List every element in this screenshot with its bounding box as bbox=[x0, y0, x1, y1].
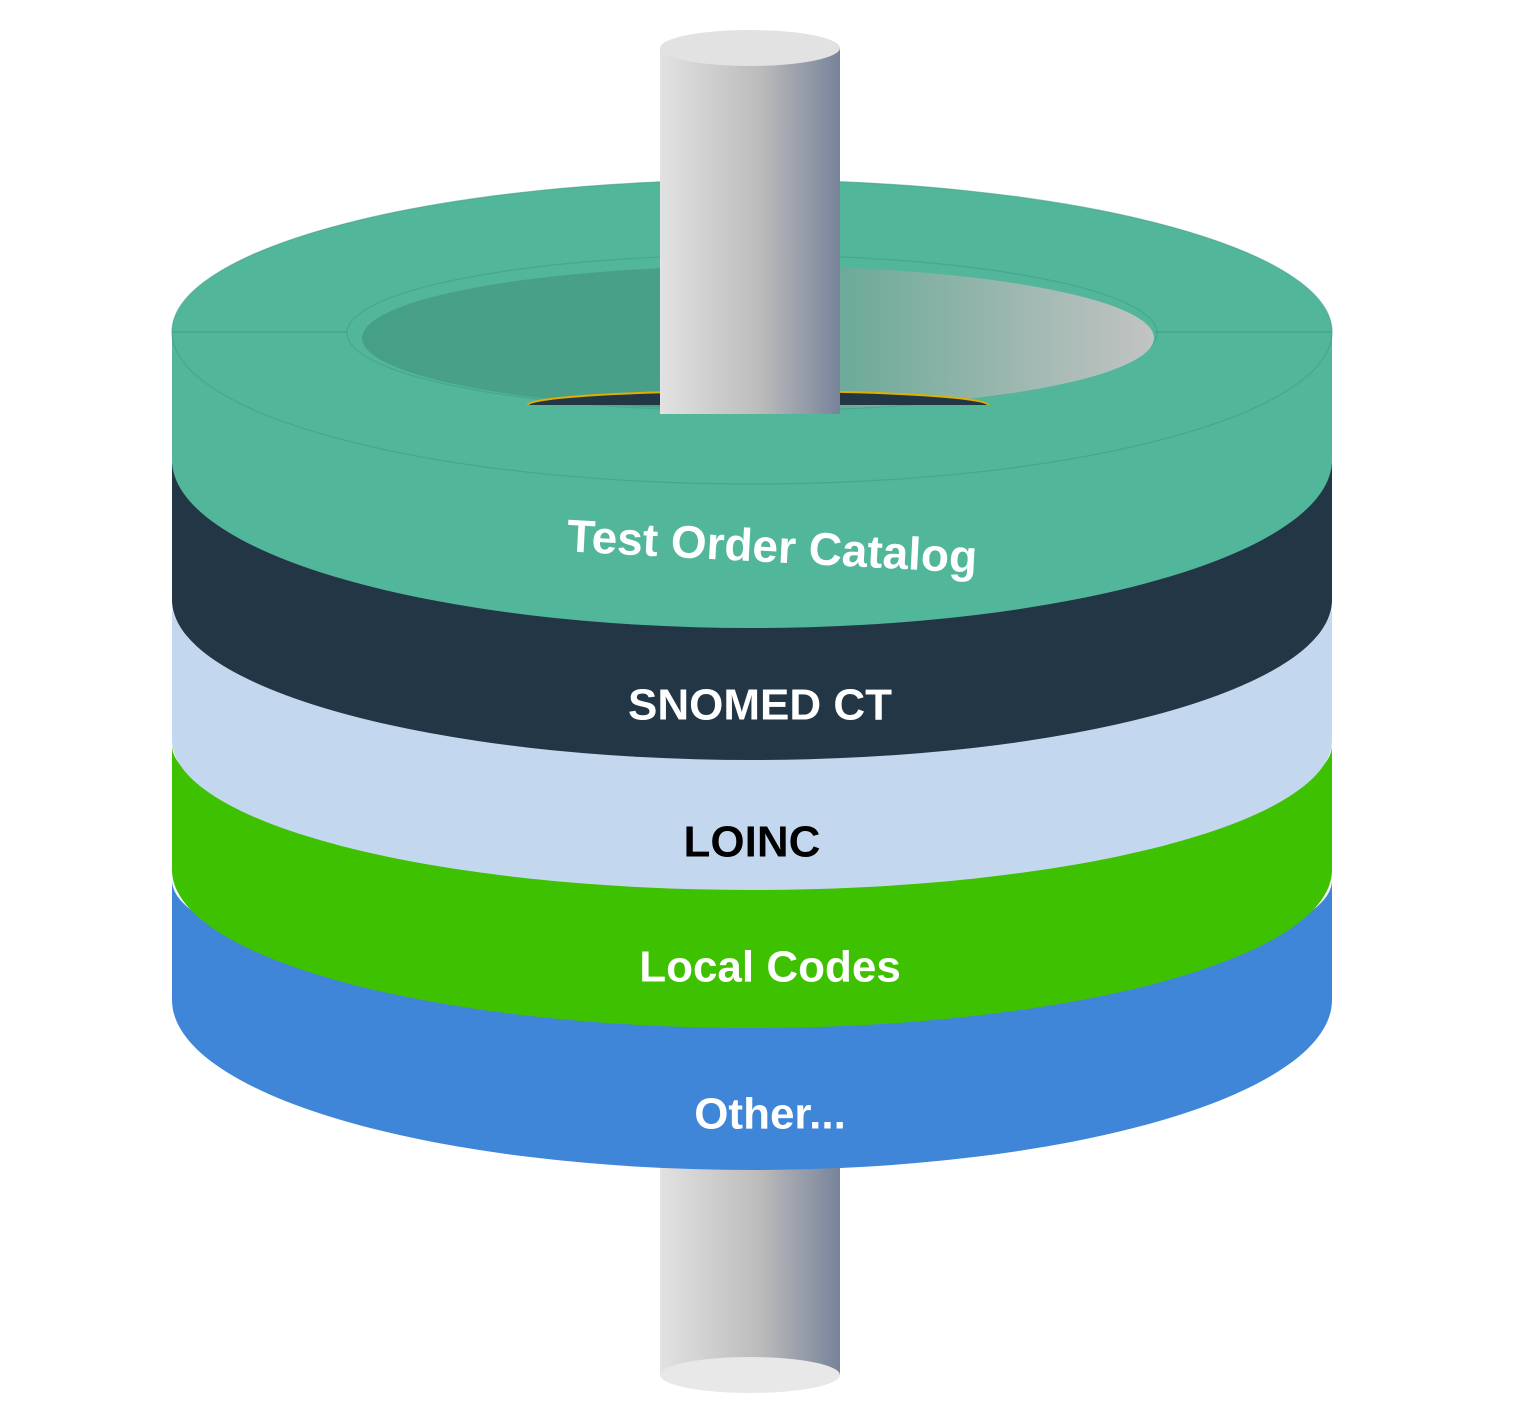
layer-label-snomed-ct: SNOMED CT bbox=[628, 681, 892, 730]
layer-label-other: Other... bbox=[694, 1090, 846, 1139]
layer-label-loinc: LOINC bbox=[684, 818, 821, 867]
layer-top-ring bbox=[171, 179, 1333, 628]
pole-upper bbox=[660, 30, 840, 414]
layer-label-local-codes: Local Codes bbox=[639, 943, 901, 992]
pole-lower bbox=[660, 1150, 840, 1393]
